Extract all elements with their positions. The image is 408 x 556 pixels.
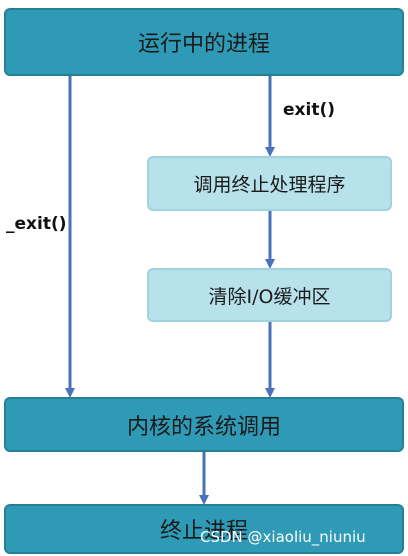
call-exit-handlers-label: 调用终止处理程序: [193, 174, 346, 196]
running-process-box: 运行中的进程: [4, 8, 404, 76]
running-process-label: 运行中的进程: [137, 32, 270, 57]
flush-io-buffer-label: 清除I/O缓冲区: [208, 285, 331, 308]
kernel-syscall-box: 内核的系统调用: [4, 397, 404, 452]
underscore-exit-label: _exit(): [6, 214, 67, 234]
terminate-process-box: 终止进程: [4, 504, 404, 554]
call-exit-handlers-box: 调用终止处理程序: [147, 156, 392, 211]
watermark: CSDN @xiaoliu_niuniu: [200, 528, 366, 546]
terminate-process-label: 终止进程: [159, 519, 248, 544]
exit-label: exit(): [283, 100, 335, 120]
kernel-syscall-label: 内核的系统调用: [126, 414, 281, 440]
flush-io-buffer-box: 清除I/O缓冲区: [147, 268, 392, 322]
